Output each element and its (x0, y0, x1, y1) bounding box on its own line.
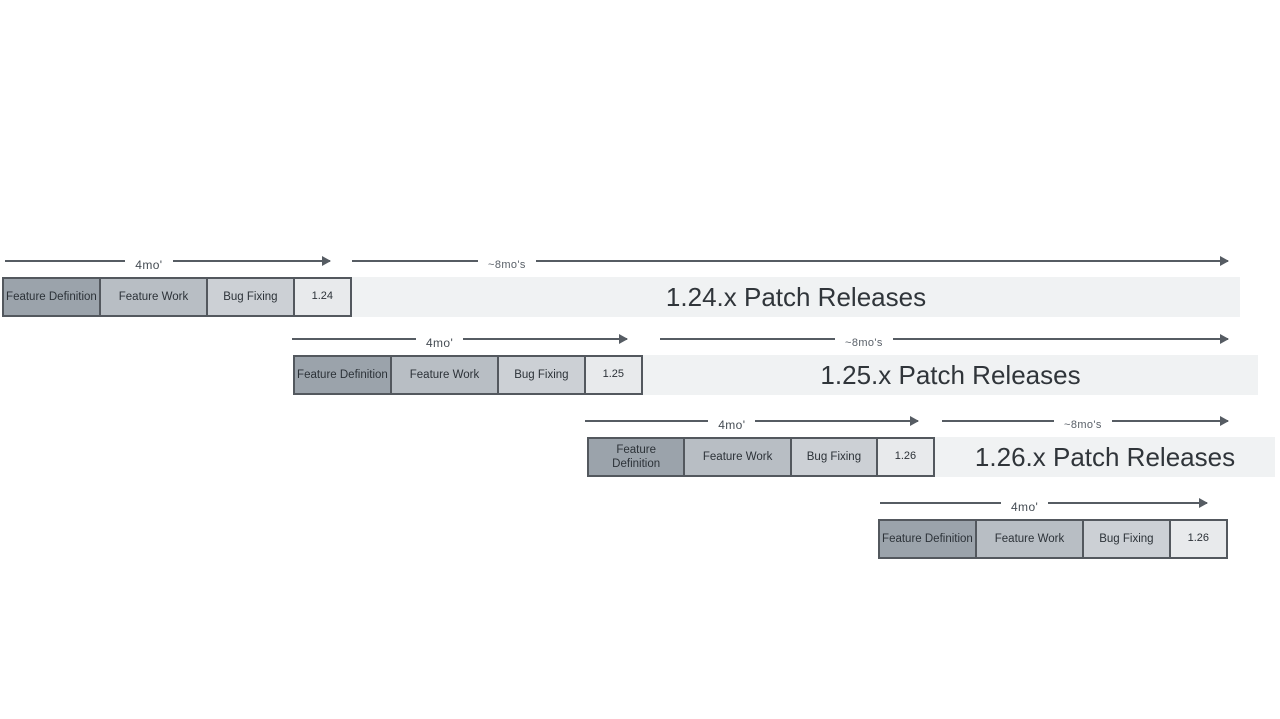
version-box: 1.25 (585, 357, 641, 393)
patch-duration-label: ~8mo's (1064, 419, 1102, 431)
phase-feature-work: Feature Work (976, 521, 1085, 557)
arrow-line (352, 260, 478, 262)
phase-feature-work: Feature Work (391, 357, 500, 393)
cycle-duration-label: 4mo' (425, 336, 454, 350)
phase-feature-definition: Feature Definition (4, 279, 101, 315)
patch-duration-arrow: ~8mo's (352, 254, 1230, 271)
arrow-line (942, 420, 1054, 422)
phase-feature-work: Feature Work (685, 439, 792, 475)
phase-bug-fixing: Bug Fixing (791, 439, 878, 475)
version-box: 1.26 (1170, 521, 1226, 557)
phase-bug-fixing: Bug Fixing (208, 279, 295, 315)
cycle-duration-arrow: 4mo' (880, 496, 1208, 514)
patch-releases-label: 1.24.x Patch Releases (665, 281, 927, 312)
version-box: 1.24 (294, 279, 350, 315)
patch-duration-label: ~8mo's (488, 259, 526, 271)
patch-releases-band: 1.25.x Patch Releases (643, 355, 1258, 395)
arrowhead-icon (892, 334, 1230, 344)
cycle-duration-label: 4mo' (1010, 500, 1039, 514)
release-cycle-boxes: Feature Definition Feature Work Bug Fixi… (2, 277, 352, 317)
patch-duration-label: ~8mo's (845, 337, 883, 349)
patch-releases-band: 1.26.x Patch Releases (935, 437, 1275, 477)
phase-feature-work: Feature Work (100, 279, 209, 315)
arrowhead-icon (535, 256, 1230, 266)
phase-bug-fixing: Bug Fixing (1084, 521, 1171, 557)
cycle-duration-label: 4mo' (135, 258, 163, 272)
cycle-duration-label: 4mo' (718, 418, 746, 432)
patch-releases-label: 1.25.x Patch Releases (820, 359, 1081, 390)
phase-bug-fixing: Bug Fixing (499, 357, 586, 393)
patch-duration-arrow: ~8mo's (660, 332, 1230, 349)
version-box: 1.26 (877, 439, 933, 475)
arrowhead-icon (1111, 416, 1230, 426)
release-cycle-boxes: Feature Definition Feature Work Bug Fixi… (293, 355, 643, 395)
arrow-line (660, 338, 835, 340)
arrowhead-icon (463, 334, 628, 344)
cycle-duration-arrow: 4mo' (585, 414, 919, 432)
arrow-line (292, 338, 416, 340)
cycle-duration-arrow: 4mo' (292, 332, 628, 350)
patch-releases-band: 1.24.x Patch Releases (352, 277, 1240, 317)
cycle-duration-arrow: 4mo' (5, 254, 331, 272)
arrowhead-icon (172, 256, 331, 266)
patch-releases-label: 1.26.x Patch Releases (974, 441, 1236, 472)
arrowhead-icon (1048, 498, 1208, 508)
arrow-line (5, 260, 126, 262)
arrow-line (880, 502, 1001, 504)
phase-feature-definition: Feature Definition (880, 521, 977, 557)
patch-duration-arrow: ~8mo's (942, 414, 1230, 431)
release-cycle-boxes: Feature Definition Feature Work Bug Fixi… (878, 519, 1228, 559)
phase-feature-definition: Feature Definition (589, 439, 686, 475)
release-cycle-boxes: Feature Definition Feature Work Bug Fixi… (587, 437, 935, 477)
arrowhead-icon (755, 416, 919, 426)
phase-feature-definition: Feature Definition (295, 357, 392, 393)
arrow-line (585, 420, 709, 422)
